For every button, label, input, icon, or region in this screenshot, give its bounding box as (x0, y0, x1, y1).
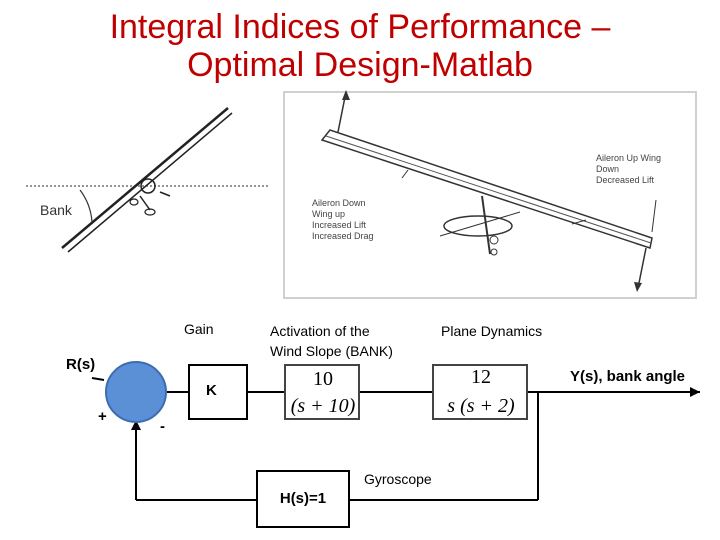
plant-denominator: s (s + 2) (447, 395, 515, 417)
title-line-2: Optimal Design-Matlab (187, 46, 533, 84)
fuselage-icon (140, 178, 156, 194)
plant-block (432, 364, 528, 420)
wing-line (61, 107, 229, 249)
gain-label: Gain (184, 321, 214, 337)
feedback-block: H(s)=1 (256, 470, 350, 528)
gain-block: K (188, 364, 248, 420)
aileron-up-annotation: Aileron Up Wing Down Decreased Lift (596, 153, 662, 185)
aileron-down-annotation: Aileron Down Wing up Increased Lift Incr… (312, 198, 374, 241)
feedback-arrowhead (131, 420, 141, 430)
feedback-block-text: H(s)=1 (279, 490, 327, 507)
minus-sign: - (160, 418, 165, 435)
wing-edge-line (67, 112, 233, 253)
input-label: R(s) (66, 356, 96, 373)
gyroscope-label: Gyroscope (364, 471, 432, 487)
plus-sign: + (98, 408, 107, 425)
plant-label: Plane Dynamics (441, 323, 543, 339)
summing-junction (105, 361, 167, 423)
aileron-figure (283, 90, 697, 299)
actuator-denominator: (s + 10) (290, 395, 356, 417)
actuator-block (284, 364, 360, 420)
plant-numerator: 12 (471, 366, 491, 388)
figure-frame (283, 91, 697, 299)
block-diagram-wiring (91, 377, 700, 501)
wing-shape (320, 129, 653, 249)
bank-label: Bank (40, 202, 72, 218)
actuator-numerator: 10 (313, 368, 333, 390)
slide-title: Integral Indices of Performance – Optima… (0, 8, 720, 84)
down-arrow (637, 247, 647, 289)
fuselage-shape (443, 215, 513, 237)
input-arrow-line (91, 377, 105, 381)
output-arrowhead (690, 387, 700, 397)
activation-label-1: Activation of the (270, 323, 370, 339)
output-label: Y(s), bank angle (570, 368, 686, 385)
activation-label-2: Wind Slope (BANK) (270, 343, 393, 359)
bank-angle-arc (79, 189, 93, 223)
gain-symbol: K (206, 382, 217, 399)
propeller-shape (481, 195, 491, 255)
title-line-1: Integral Indices of Performance – (109, 8, 611, 46)
bank-figure (26, 107, 270, 253)
